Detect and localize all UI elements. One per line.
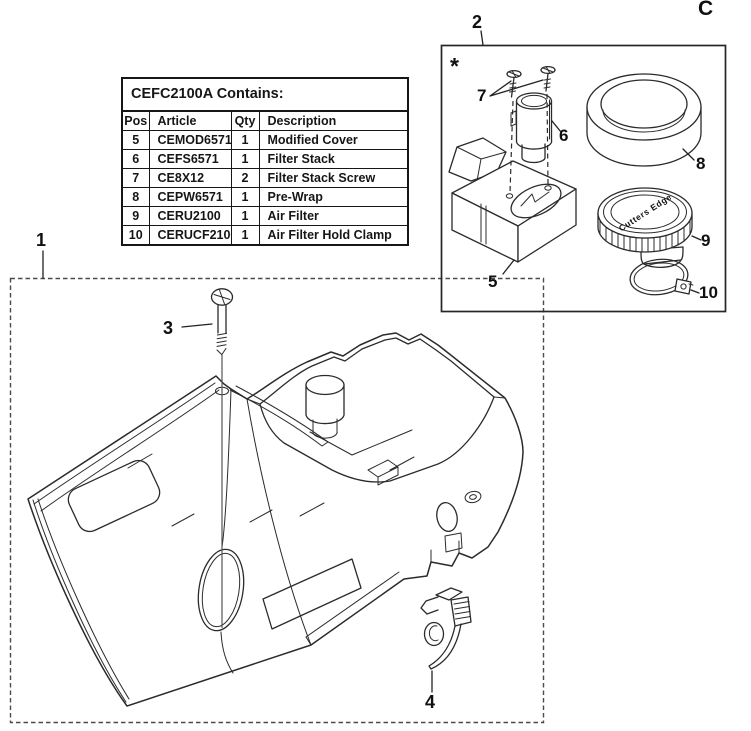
col-header-article: Article xyxy=(148,110,232,131)
air-filter-drawing: Cutters Edge xyxy=(597,187,693,269)
cover-screw-drawing xyxy=(210,288,234,628)
main-assembly-dashed-box xyxy=(9,277,545,724)
part-label-3: 3 xyxy=(163,318,173,338)
filter-stack-drawing xyxy=(510,92,553,164)
cell-pos: 8 xyxy=(121,187,150,207)
leader-line-2 xyxy=(480,30,484,46)
part-label-7: 7 xyxy=(477,86,486,105)
cell-description: Filter Stack xyxy=(258,149,409,169)
col-header-pos: Pos xyxy=(121,110,150,131)
col-header-qty: Qty xyxy=(230,110,260,131)
cell-article: CERUCF2100 xyxy=(148,225,232,246)
filter-stack-screws-drawing xyxy=(506,65,556,98)
leader-line-8 xyxy=(682,148,695,161)
part-label-10: 10 xyxy=(699,283,718,302)
top-cover-drawing xyxy=(27,332,524,707)
cell-article: CERU2100 xyxy=(148,206,232,226)
clip-drawing xyxy=(420,587,472,670)
cell-pos: 7 xyxy=(121,168,150,188)
col-header-description: Description xyxy=(258,110,409,131)
table-title: CEFC2100A Contains: xyxy=(121,77,409,112)
table-title-row: CEFC2100A Contains: xyxy=(121,77,409,112)
part-label-1: 1 xyxy=(36,230,46,250)
leader-line-9 xyxy=(691,235,702,241)
cell-description: Air Filter xyxy=(258,206,409,226)
table-row: 6 CEFS6571 1 Filter Stack xyxy=(121,149,409,169)
contains-table: CEFC2100A Contains: Pos Article Qty Desc… xyxy=(121,77,409,246)
cell-pos: 9 xyxy=(121,206,150,226)
part-label-8: 8 xyxy=(696,154,705,173)
part-label-9: 9 xyxy=(701,231,710,250)
detail-callout-box xyxy=(440,44,727,313)
cell-pos: 6 xyxy=(121,149,150,169)
cell-qty: 1 xyxy=(230,187,260,207)
leader-line-7 xyxy=(489,79,544,97)
leader-line-3 xyxy=(181,323,213,328)
assembly-axis-lines xyxy=(509,93,549,194)
cell-qty: 2 xyxy=(230,168,260,188)
cell-article: CE8X12 xyxy=(148,168,232,188)
modified-cover-drawing xyxy=(448,137,577,263)
leader-line-5 xyxy=(502,259,515,275)
table-row: 9 CERU2100 1 Air Filter xyxy=(121,206,409,226)
table-header-row: Pos Article Qty Description xyxy=(121,110,409,131)
cell-description: Filter Stack Screw xyxy=(258,168,409,188)
table-row: 7 CE8X12 2 Filter Stack Screw xyxy=(121,168,409,188)
table-row: 5 CEMOD6571 1 Modified Cover xyxy=(121,130,409,150)
cell-article: CEPW6571 xyxy=(148,187,232,207)
hold-clamp-drawing xyxy=(629,258,694,296)
cell-description: Air Filter Hold Clamp xyxy=(258,225,409,246)
table-row: 8 CEPW6571 1 Pre-Wrap xyxy=(121,187,409,207)
part-label-5: 5 xyxy=(488,272,497,291)
part-label-6: 6 xyxy=(559,126,568,145)
cell-article: CEMOD6571 xyxy=(148,130,232,150)
cell-description: Modified Cover xyxy=(258,130,409,150)
cell-article: CEFS6571 xyxy=(148,149,232,169)
leader-line-10 xyxy=(690,289,700,294)
cell-qty: 1 xyxy=(230,206,260,226)
cell-pos: 10 xyxy=(121,225,150,246)
cell-description: Pre-Wrap xyxy=(258,187,409,207)
footnote-asterisk-icon: * xyxy=(450,53,459,79)
leader-line-6 xyxy=(551,120,562,133)
cell-qty: 1 xyxy=(230,130,260,150)
table-row: 10 CERUCF2100 1 Air Filter Hold Clamp xyxy=(121,225,409,246)
cell-pos: 5 xyxy=(121,130,150,150)
part-label-4: 4 xyxy=(425,692,435,712)
pre-wrap-drawing xyxy=(586,73,702,167)
cell-qty: 1 xyxy=(230,225,260,246)
cell-qty: 1 xyxy=(230,149,260,169)
corner-letter: C xyxy=(698,0,713,20)
part-label-2: 2 xyxy=(472,12,482,32)
